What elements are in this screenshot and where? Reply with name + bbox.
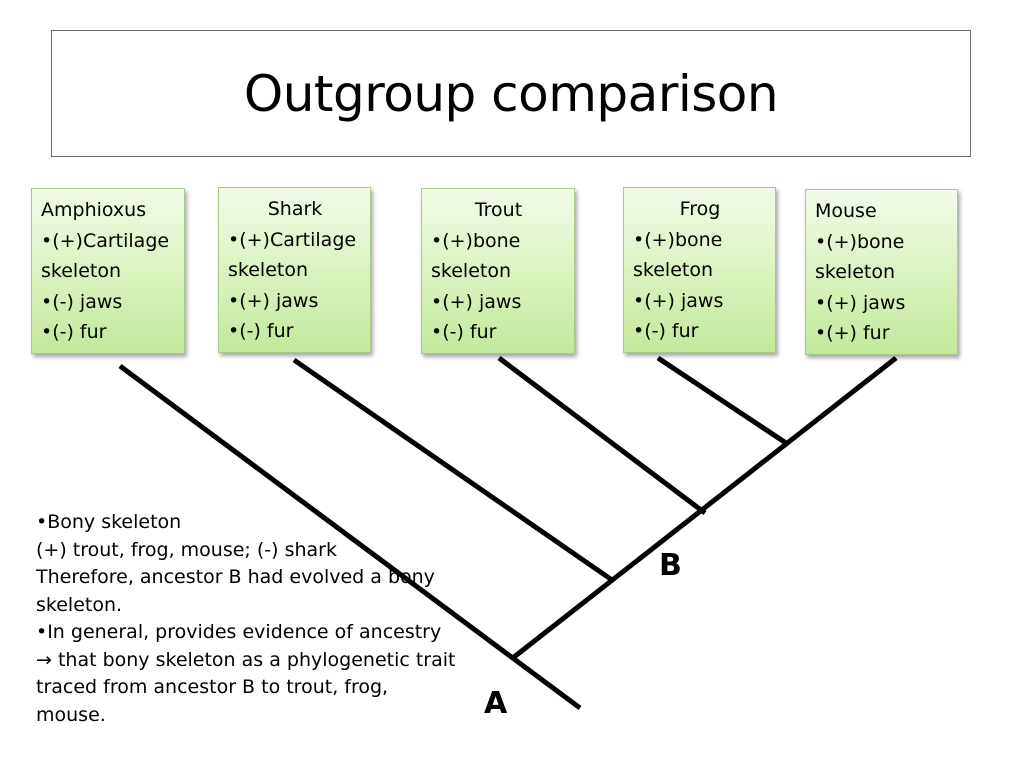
trait-item: •(+)Cartilage skeleton [41,229,170,283]
trait-item: •(+)bone skeleton [633,228,723,282]
branch-trout [497,356,707,515]
page-title: Outgroup comparison [243,64,779,123]
node-label-a: A [484,686,508,721]
taxon-box-amphioxus: Amphioxus •(+)Cartilage skeleton •(-) ja… [31,188,185,354]
node-label-b: B [659,548,682,583]
branch-frog [656,355,788,446]
branch-main-stem [512,356,898,659]
trait-item: •(+)Cartilage skeleton [228,228,357,282]
taxon-box-shark: Shark •(+)Cartilage skeleton •(+) jaws •… [218,187,371,353]
taxon-box-frog: Frog •(+)bone skeleton •(+) jaws •(-) fu… [623,187,776,353]
trait-item: •(+) jaws [633,289,724,312]
trait-item: •(-) jaws [41,290,123,313]
trait-item: •(+) jaws [815,291,906,314]
notes-text: •Bony skeleton (+) trout, frog, mouse; (… [36,509,456,729]
title-box: Outgroup comparison [51,30,971,157]
note-line: Therefore, ancestor B had evolved a bony… [36,566,435,616]
taxon-name: Trout [474,199,523,221]
note-line: •In general, provides evidence of ancest… [36,621,456,726]
trait-item: •(+)bone skeleton [815,230,905,284]
taxon-box-mouse: Mouse •(+)bone skeleton •(+) jaws •(+) f… [805,189,958,355]
trait-item: •(+) fur [815,322,890,344]
trait-item: •(+) jaws [431,290,522,313]
branch-amphioxus [118,363,582,711]
taxon-name: Frog [679,198,721,220]
branch-shark [292,357,614,583]
trait-item: •(-) fur [633,320,699,342]
taxon-name: Amphioxus [41,199,147,221]
note-line: (+) trout, frog, mouse; (-) shark [36,538,337,561]
trait-item: •(+) jaws [228,289,319,312]
trait-item: •(-) fur [228,320,294,342]
taxon-box-trout: Trout •(+)bone skeleton •(+) jaws •(-) f… [421,188,575,354]
trait-item: •(+)bone skeleton [431,229,521,283]
trait-item: •(-) fur [431,321,497,343]
taxon-name: Mouse [815,200,877,222]
trait-item: •(-) fur [41,321,107,343]
taxon-name: Shark [267,198,323,220]
note-line: •Bony skeleton [36,511,182,533]
